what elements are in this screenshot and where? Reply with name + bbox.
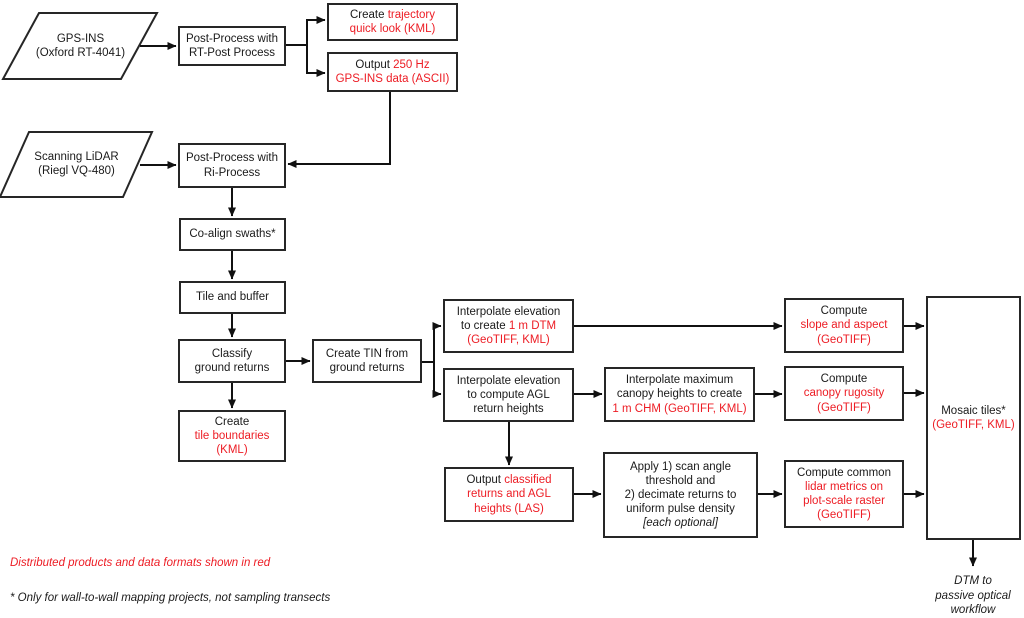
node-scanning-lidar: Scanning LiDAR(Riegl VQ-480) [34,150,119,177]
edge-output250-to-riprocess [287,92,391,168]
node-tile-and-buffer: Tile and buffer [179,281,286,314]
edge-rtpost-to-trajectory [286,16,326,46]
edge-tin-to-agl [432,362,442,398]
edge-rtpost-to-output250 [306,45,326,77]
node-gps-ins: GPS-INS(Oxford RT-4041) [35,32,126,59]
note-distributed-products: Distributed products and data formats sh… [10,557,271,569]
node-mosaic-tiles: Mosaic tiles*(GeoTIFF, KML) [926,296,1021,540]
edge-tin-to-dtm [422,322,442,363]
note-asterisk: * Only for wall-to-wall mapping projects… [10,592,331,604]
node-co-align-swaths: Co-align swaths* [179,218,286,251]
